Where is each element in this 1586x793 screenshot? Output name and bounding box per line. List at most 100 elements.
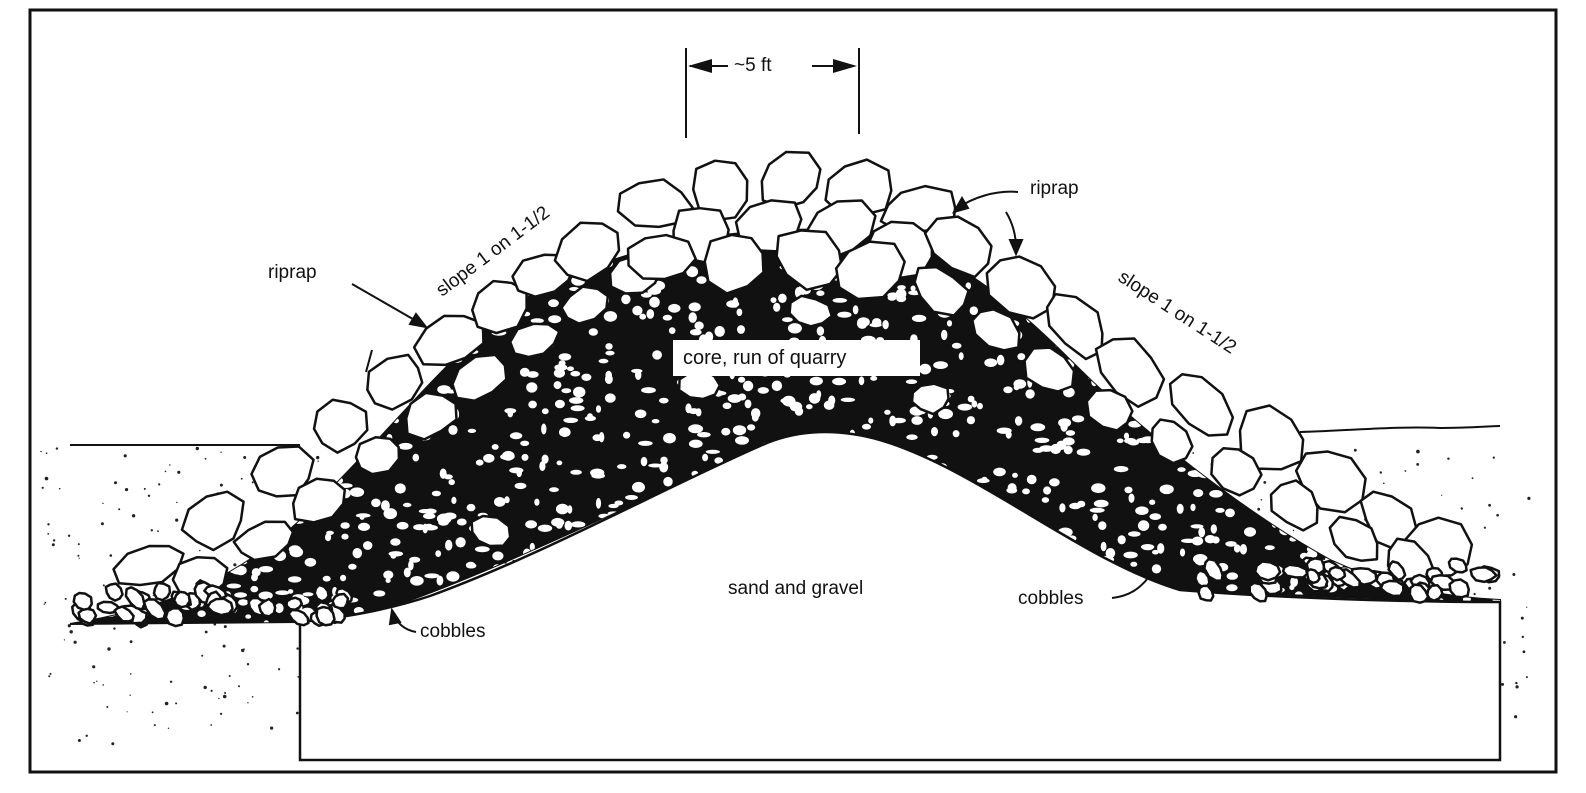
core-pebble [520, 440, 530, 446]
core-pebble [1491, 303, 1499, 311]
core-pebble [1356, 438, 1369, 448]
core-pebble [688, 408, 699, 415]
core-pebble [90, 238, 103, 247]
core-pebble [1297, 293, 1305, 304]
core-pebble [202, 324, 212, 329]
core-pebble [659, 462, 669, 473]
core-pebble [254, 493, 260, 499]
core-pebble [507, 252, 514, 261]
core-pebble [1128, 493, 1135, 503]
core-pebble [1455, 406, 1470, 414]
cobbles-right-label: cobbles [1018, 588, 1084, 609]
core-pebble [1396, 302, 1412, 308]
core-pebble [603, 311, 618, 322]
core-pebble [1117, 252, 1126, 261]
core-pebble [81, 307, 89, 316]
sand-dot [153, 724, 156, 727]
sand-dot [114, 481, 117, 485]
core-pebble [1063, 445, 1073, 455]
sand-dot [1488, 586, 1492, 590]
core-pebble [1406, 280, 1419, 289]
core-pebble [1418, 343, 1428, 353]
sand-dot [158, 483, 161, 486]
core-pebble [431, 490, 441, 497]
core-pebble [474, 546, 490, 553]
core-pebble [1200, 234, 1208, 241]
core-pebble [509, 432, 523, 440]
core-pebble [832, 377, 847, 386]
core-pebble [364, 232, 380, 241]
core-pebble [1189, 340, 1197, 348]
core-pebble [771, 380, 783, 392]
core-pebble [1289, 584, 1295, 591]
core-pebble [213, 285, 221, 294]
core-pebble [70, 315, 82, 321]
sand-dot [233, 563, 237, 567]
core-pebble [255, 252, 262, 259]
core-pebble [1399, 403, 1405, 410]
riprap-rock [691, 159, 749, 222]
core-pebble [1265, 349, 1273, 354]
core-pebble [1457, 271, 1467, 282]
core-pebble [702, 453, 709, 462]
sand-dot [1379, 471, 1383, 474]
core-pebble [364, 267, 374, 274]
core-pebble [1012, 472, 1018, 478]
core-pebble [1410, 461, 1419, 471]
core-pebble [87, 449, 96, 461]
sand-dot [129, 694, 131, 696]
figure-frame [28, 8, 1558, 774]
core-pebble [1490, 496, 1500, 505]
core-pebble [1379, 313, 1391, 324]
sand-dot [220, 451, 222, 453]
core-pebble [561, 388, 572, 394]
core-pebble [1463, 407, 1476, 413]
core-pebble [367, 322, 378, 333]
core-pebble [869, 322, 882, 328]
riprap-rock [985, 255, 1057, 320]
core-pebble [632, 305, 643, 316]
core-pebble [1267, 369, 1276, 376]
core-pebble [1026, 474, 1037, 485]
core-pebble [1372, 337, 1384, 348]
core-pebble [341, 533, 349, 540]
sand-dot [126, 711, 128, 713]
core-pebble [558, 353, 572, 361]
core-pebble [1400, 327, 1414, 332]
core-pebble [79, 335, 90, 340]
core-pebble [641, 387, 656, 394]
core-pebble [1251, 301, 1258, 311]
core-pebble [530, 318, 544, 324]
sand-dot [69, 630, 73, 634]
core-pebble [278, 324, 286, 333]
sand-dot [164, 470, 167, 473]
core-pebble [240, 487, 246, 495]
core-pebble [1431, 317, 1443, 322]
core-pebble [79, 349, 89, 358]
core-pebble [288, 576, 302, 583]
core-pebble [1187, 470, 1203, 478]
core-pebble [466, 563, 477, 569]
core-pebble [1195, 286, 1207, 293]
core-pebble [1223, 303, 1237, 312]
core-pebble [127, 319, 140, 325]
core-pebble [1445, 429, 1459, 441]
core-pebble [1025, 389, 1035, 399]
core-pebble [1410, 310, 1425, 315]
core-pebble [1188, 297, 1198, 307]
sand-dot [1416, 463, 1420, 466]
core-pebble [641, 292, 652, 298]
riprap-rock [366, 353, 424, 411]
core-pebble [94, 298, 105, 306]
core-pebble [1271, 517, 1278, 523]
core-pebble [1383, 236, 1399, 242]
core-pebble [74, 551, 83, 563]
sand-dot [1512, 573, 1516, 576]
core-pebble [237, 316, 243, 326]
core-pebble [528, 400, 537, 409]
core-pebble [390, 538, 401, 546]
core-pebble [1389, 477, 1396, 488]
crest-width-label: ~5 ft [734, 55, 772, 76]
sand-dot [93, 681, 95, 684]
